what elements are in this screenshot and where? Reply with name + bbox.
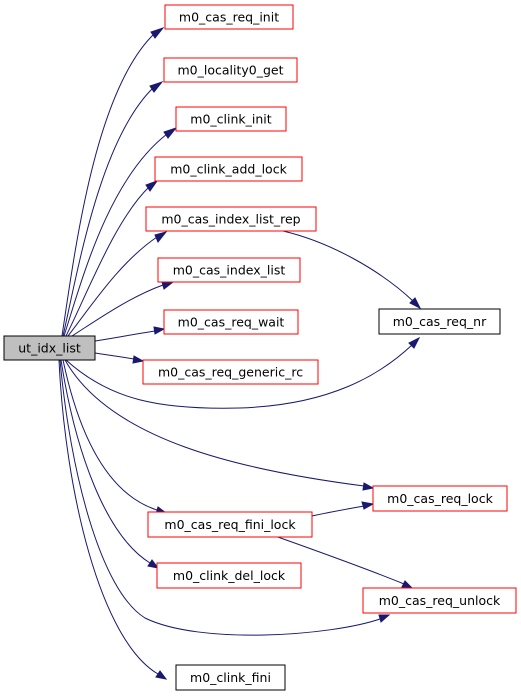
edge-to-m0-cas-req-unlock-direct xyxy=(59,359,381,636)
arrow-head xyxy=(362,482,375,491)
edge-to-m0-clink-fini xyxy=(58,359,159,675)
node-m0-clink-add-lock[interactable]: m0_clink_add_lock xyxy=(154,156,303,182)
node-label: m0_cas_req_fini_lock xyxy=(164,517,296,532)
node-label: m0_clink_add_lock xyxy=(170,162,287,177)
node-box xyxy=(145,206,317,232)
node-box xyxy=(142,359,319,385)
node-m0-cas-index-list-rep[interactable]: m0_cas_index_list_rep xyxy=(145,206,317,232)
edge-to-m0-cas-req-nr-direct xyxy=(65,344,413,409)
node-box xyxy=(372,485,508,512)
node-m0-cas-req-init[interactable]: m0_cas_req_init xyxy=(164,4,294,30)
node-box xyxy=(163,309,299,335)
edge-rep-to-m0-cas-req-nr xyxy=(282,230,414,302)
node-m0-locality0-get[interactable]: m0_locality0_get xyxy=(163,57,298,83)
node-box xyxy=(175,664,286,691)
arrow-head xyxy=(401,580,414,589)
node-label: m0_cas_req_init xyxy=(179,10,279,25)
node-box xyxy=(154,156,303,182)
node-box xyxy=(378,308,501,335)
nodes: ut_idx_list m0_cas_req_init m0_locality0… xyxy=(3,4,517,691)
node-m0-cas-index-list[interactable]: m0_cas_index_list xyxy=(157,257,301,283)
edge-to-m0-cas-req-generic-rc xyxy=(94,352,135,360)
node-label: m0_locality0_get xyxy=(177,63,283,78)
node-m0-cas-req-generic-rc[interactable]: m0_cas_req_generic_rc xyxy=(142,359,319,385)
node-ut-idx-list[interactable]: ut_idx_list xyxy=(3,335,96,361)
edge-to-m0-cas-req-lock xyxy=(64,359,365,487)
edge-to-m0-cas-req-wait xyxy=(94,330,156,342)
node-label: m0_clink_fini xyxy=(190,670,271,685)
node-box xyxy=(175,106,287,132)
node-label: m0_clink_init xyxy=(190,112,271,127)
node-box-root xyxy=(3,335,96,361)
edge-to-m0-locality0-get xyxy=(62,87,154,337)
arrow-head xyxy=(150,26,165,39)
arrow-head xyxy=(132,355,145,364)
arrow-head xyxy=(161,281,175,290)
node-label: m0_cas_req_generic_rc xyxy=(158,365,303,380)
node-m0-cas-req-wait[interactable]: m0_cas_req_wait xyxy=(163,309,299,335)
node-label: m0_cas_req_nr xyxy=(393,314,487,329)
arrow-head xyxy=(408,336,421,349)
node-m0-cas-req-nr[interactable]: m0_cas_req_nr xyxy=(378,308,501,335)
arrow-head xyxy=(409,297,422,310)
edge-to-m0-cas-req-fini-lock xyxy=(62,359,158,511)
node-m0-clink-fini[interactable]: m0_clink_fini xyxy=(175,664,286,691)
edge-to-m0-clink-del-lock xyxy=(60,359,151,564)
node-box xyxy=(157,257,301,283)
edge-to-m0-cas-req-init xyxy=(61,32,156,337)
edge-fini-lock-to-req-unlock xyxy=(274,535,405,585)
arrow-head xyxy=(361,501,375,510)
node-box xyxy=(147,511,313,538)
node-m0-cas-req-fini-lock[interactable]: m0_cas_req_fini_lock xyxy=(147,511,313,538)
arrow-head xyxy=(149,80,164,93)
node-box xyxy=(156,562,302,589)
node-label: m0_cas_index_list_rep xyxy=(161,212,300,227)
arrow-head xyxy=(154,231,168,243)
edge-to-m0-clink-init xyxy=(63,133,168,337)
node-m0-cas-req-unlock[interactable]: m0_cas_req_unlock xyxy=(362,587,517,614)
node-m0-cas-req-lock[interactable]: m0_cas_req_lock xyxy=(372,485,508,512)
arrow-head xyxy=(163,126,178,139)
node-label: m0_cas_req_wait xyxy=(178,315,285,330)
edge-to-m0-clink-add-lock xyxy=(65,186,150,337)
edges xyxy=(58,26,422,680)
edge-to-m0-cas-index-list xyxy=(71,284,164,337)
node-label: ut_idx_list xyxy=(18,341,81,356)
node-label: m0_cas_req_unlock xyxy=(379,593,501,608)
node-m0-clink-init[interactable]: m0_clink_init xyxy=(175,106,287,132)
arrow-head xyxy=(155,670,168,680)
arrow-head xyxy=(153,326,166,335)
node-label: m0_cas_req_lock xyxy=(387,491,493,506)
arrow-head xyxy=(378,614,391,623)
arrow-head xyxy=(145,179,159,192)
node-box xyxy=(362,587,517,614)
arrow-head xyxy=(147,559,160,569)
edge-to-m0-cas-index-list-rep xyxy=(67,236,158,337)
node-box xyxy=(163,57,298,83)
edge-fini-lock-to-req-lock xyxy=(311,505,365,517)
node-label: m0_clink_del_lock xyxy=(173,568,286,583)
node-box xyxy=(164,4,294,30)
node-label: m0_cas_index_list xyxy=(173,263,286,278)
node-m0-clink-del-lock[interactable]: m0_clink_del_lock xyxy=(156,562,302,589)
